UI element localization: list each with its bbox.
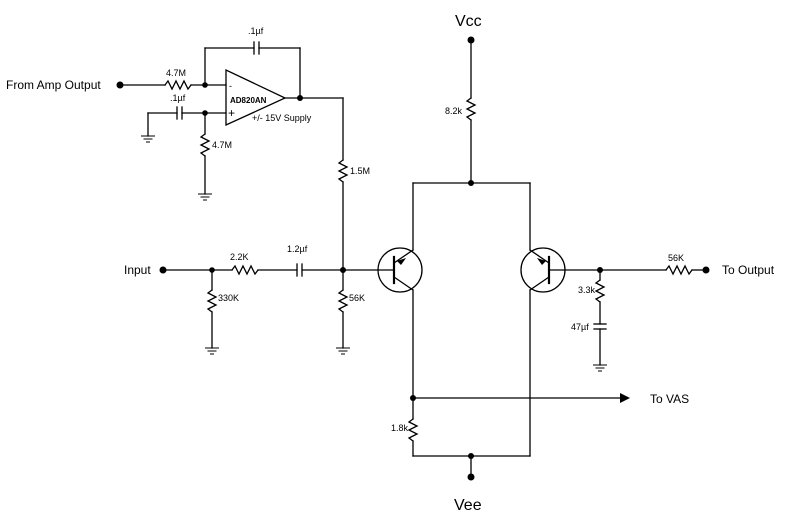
resistor-330k-label: 330K bbox=[218, 293, 239, 303]
ground-icon bbox=[197, 193, 213, 201]
capacitor-1u2-label: 1.2µf bbox=[287, 244, 308, 254]
resistor-1m5 bbox=[337, 159, 349, 183]
resistor-2k2 bbox=[231, 264, 259, 276]
resistor-56k-out bbox=[665, 264, 693, 276]
resistor-input-4m7-label: 4.7M bbox=[166, 68, 186, 78]
resistor-56k-base-label: 56K bbox=[349, 293, 365, 303]
resistor-input-4m7 bbox=[164, 79, 192, 91]
opamp-ad820an bbox=[225, 68, 287, 127]
to-output-label: To Output bbox=[722, 263, 775, 277]
resistor-2k2-label: 2.2K bbox=[230, 252, 249, 262]
resistor-3k3-label: 3.3k bbox=[578, 285, 596, 295]
vee-terminal bbox=[467, 473, 475, 481]
capacitor-feedback bbox=[253, 41, 260, 55]
capacitor-47u-label: 47µf bbox=[571, 322, 589, 332]
from-amp-output-label: From Amp Output bbox=[6, 78, 101, 92]
opamp-section: From Amp Output 4.7M .1µf - + AD820AN +/… bbox=[6, 26, 370, 271]
arrow-right-icon bbox=[620, 393, 630, 403]
ground-icon bbox=[140, 135, 156, 143]
vee-label: Vee bbox=[454, 497, 482, 514]
opamp-part-label: AD820AN bbox=[230, 96, 267, 105]
resistor-1m5-label: 1.5M bbox=[350, 166, 370, 176]
resistor-56k-base bbox=[337, 289, 349, 313]
resistor-8k2 bbox=[465, 97, 477, 121]
resistor-1k8-label: 1.8k bbox=[391, 423, 409, 433]
input-section: Input 2.2K 1.2µf 330K 56K bbox=[124, 244, 379, 355]
transistor-q2-pnp-icon bbox=[520, 247, 566, 293]
output-section: 56K To Output 3.3k 47µf bbox=[564, 253, 775, 372]
capacitor-47u bbox=[593, 323, 607, 330]
differential-pair: Vcc 8.2k bbox=[377, 13, 689, 514]
supply-note-label: +/- 15V Supply bbox=[252, 113, 312, 123]
to-output-terminal bbox=[702, 266, 710, 274]
capacitor-plus-label: .1µf bbox=[170, 93, 186, 103]
capacitor-1u2 bbox=[296, 263, 303, 277]
capacitor-plus bbox=[176, 106, 183, 120]
resistor-56k-out-label: 56K bbox=[668, 253, 684, 263]
transistor-q1-pnp-icon bbox=[377, 247, 423, 293]
resistor-330k bbox=[206, 289, 218, 313]
to-vas-label: To VAS bbox=[650, 392, 689, 406]
resistor-8k2-label: 8.2k bbox=[445, 106, 463, 116]
resistor-1k8 bbox=[407, 418, 419, 442]
ground-icon bbox=[335, 347, 351, 355]
opamp-minus-label: - bbox=[229, 81, 232, 91]
input-label: Input bbox=[124, 263, 151, 277]
resistor-bias-4m7 bbox=[199, 133, 211, 157]
resistor-3k3 bbox=[594, 279, 606, 303]
capacitor-feedback-label: .1µf bbox=[248, 26, 264, 36]
ground-icon bbox=[592, 364, 608, 372]
ground-icon bbox=[204, 347, 220, 355]
resistor-bias-4m7-label: 4.7M bbox=[212, 140, 232, 150]
vcc-label: Vcc bbox=[455, 13, 482, 30]
opamp-plus-label: + bbox=[228, 106, 235, 120]
